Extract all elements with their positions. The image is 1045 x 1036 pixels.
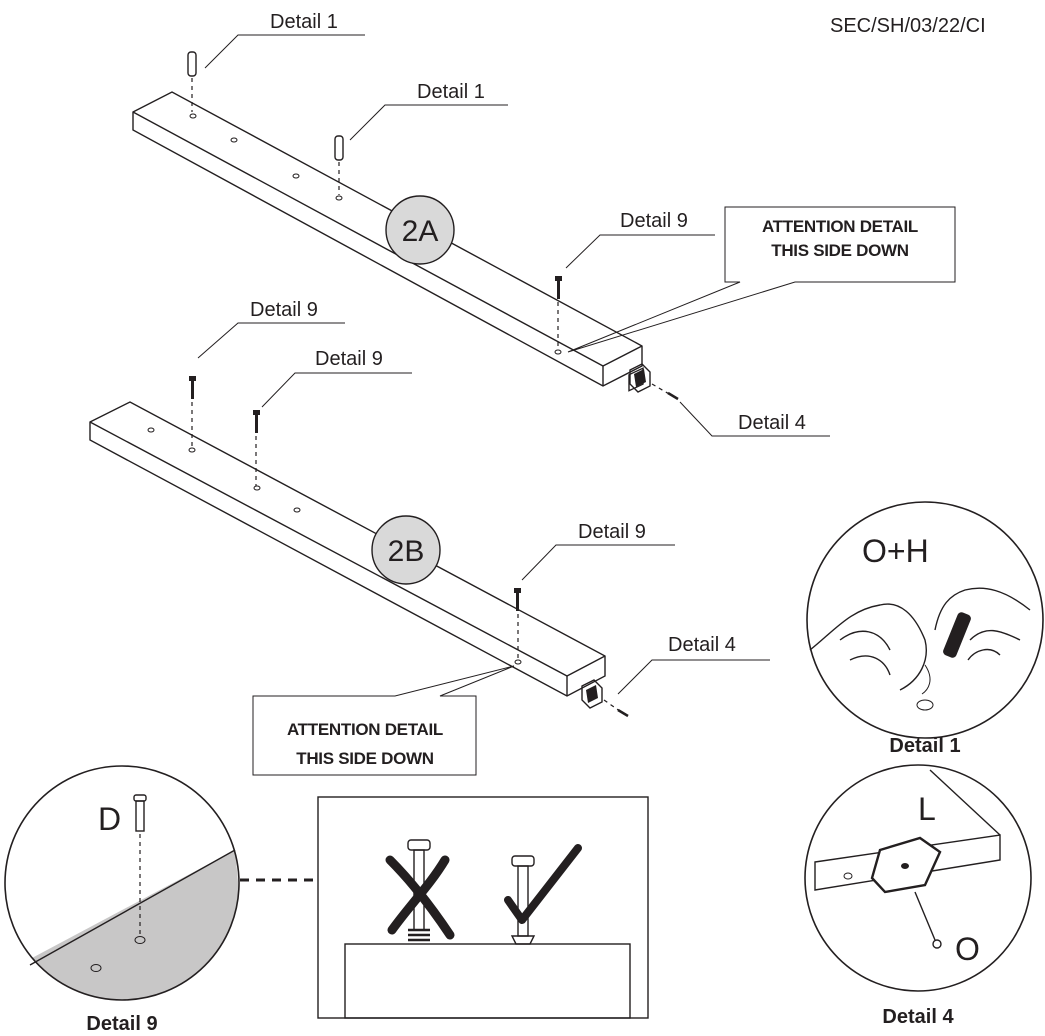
detail-9-caption: Detail 9 xyxy=(86,1013,157,1035)
detail-4-part-top: L xyxy=(918,791,936,827)
callout-2b-left1: Detail 9 xyxy=(197,299,345,359)
screw-2b xyxy=(603,699,629,718)
svg-text:THIS SIDE DOWN: THIS SIDE DOWN xyxy=(771,241,908,260)
svg-text:THIS SIDE DOWN: THIS SIDE DOWN xyxy=(296,749,433,768)
svg-text:Detail 9: Detail 9 xyxy=(578,521,646,543)
svg-text:Detail 9: Detail 9 xyxy=(315,348,383,370)
beam-2b xyxy=(89,401,606,697)
cam-bolt-2b-2 xyxy=(253,410,260,486)
bracket-2b xyxy=(581,679,603,709)
svg-text:Detail 1: Detail 1 xyxy=(417,81,485,103)
step-badge-2b: 2B xyxy=(371,515,441,585)
dowel-2a-2 xyxy=(334,135,344,195)
detail-4-caption: Detail 4 xyxy=(882,1006,954,1028)
document-code: SEC/SH/03/22/CI xyxy=(830,15,986,37)
cam-bolt-2b-3 xyxy=(514,588,521,660)
attention-note-2a: ATTENTION DETAIL THIS SIDE DOWN xyxy=(567,206,956,353)
callout-2a-top-mid: Detail 1 xyxy=(349,81,508,141)
screw-2a xyxy=(651,383,679,401)
bracket-2a xyxy=(629,363,651,393)
cam-bolt-2b-1 xyxy=(189,376,196,448)
detail-9-circle: D xyxy=(4,765,240,1001)
svg-text:Detail 1: Detail 1 xyxy=(270,11,338,33)
svg-text:ATTENTION DETAIL: ATTENTION DETAIL xyxy=(762,217,918,236)
attention-note-2b: ATTENTION DETAIL THIS SIDE DOWN xyxy=(252,665,515,776)
detail-1-parts: O+H xyxy=(862,533,929,569)
dowel-2a-1 xyxy=(187,51,197,112)
holes-2a xyxy=(189,113,562,355)
callout-2a-top-left: Detail 1 xyxy=(204,11,365,69)
callout-2a-end: Detail 4 xyxy=(679,401,830,437)
step-badge-2a: 2A xyxy=(385,195,455,265)
wrong-bolt xyxy=(385,839,455,942)
detail-1-caption: Detail 1 xyxy=(889,735,960,757)
correct-bolt xyxy=(504,844,582,945)
holes-2b xyxy=(147,427,522,665)
svg-text:Detail 4: Detail 4 xyxy=(668,634,736,656)
callout-2b-end: Detail 4 xyxy=(617,634,770,695)
svg-text:Detail 9: Detail 9 xyxy=(250,299,318,321)
callout-2b-left2: Detail 9 xyxy=(261,348,412,408)
detail-1-circle: O+H xyxy=(806,501,1044,739)
svg-text:Detail 4: Detail 4 xyxy=(738,412,806,434)
step-label-2b: 2B xyxy=(388,535,425,568)
detail-4-circle: L O xyxy=(804,764,1032,992)
comparison-box xyxy=(317,796,649,1019)
callout-2b-right: Detail 9 xyxy=(521,521,675,581)
svg-text:Detail 9: Detail 9 xyxy=(620,210,688,232)
svg-text:ATTENTION DETAIL: ATTENTION DETAIL xyxy=(287,720,443,739)
detail-4-part-bottom: O xyxy=(955,931,980,967)
cam-bolt-2a xyxy=(555,276,562,348)
callout-2a-right: Detail 9 xyxy=(565,210,715,269)
detail-9-part: D xyxy=(98,801,121,837)
step-label-2a: 2A xyxy=(402,215,439,248)
